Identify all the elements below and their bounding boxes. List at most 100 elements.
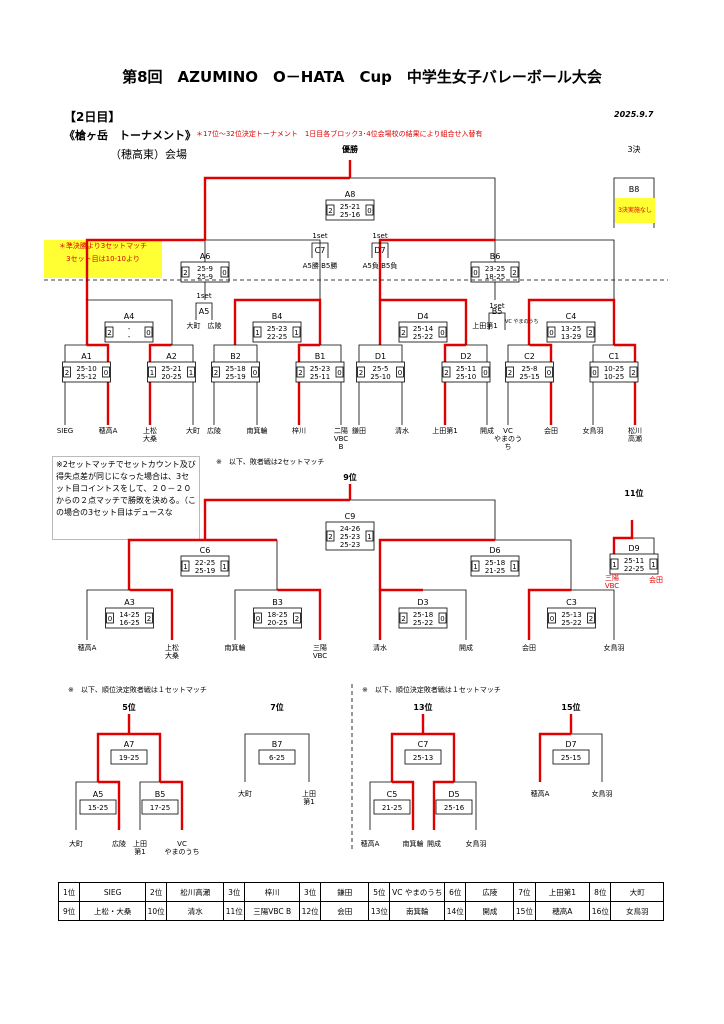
match-d1-count-right: 0: [398, 369, 402, 377]
champion-label: 優勝: [341, 144, 359, 154]
team-name: 二陽: [334, 426, 348, 435]
b5l-win: [160, 780, 184, 830]
match-d4-label: D4: [417, 312, 428, 321]
match-c6-box: [180, 555, 230, 577]
team-name: 清水: [395, 426, 409, 435]
third-place-note-text: 3決実施なし: [618, 207, 652, 214]
result-rank: 5位: [368, 882, 391, 902]
b5-frame: [488, 312, 506, 330]
result-team: 鎌田: [320, 882, 370, 902]
oneset-label: 1set: [196, 292, 211, 300]
match-d5-low-label: D5: [448, 790, 459, 799]
match-c1-count-left: 0: [592, 369, 596, 377]
match-b4-count-right-box: [292, 326, 301, 338]
team-name: 広陵: [207, 426, 221, 435]
match-b1-count-right: 0: [337, 369, 341, 377]
team-name: 穂高A: [531, 789, 550, 798]
match-a3-count-right: 2: [147, 615, 151, 623]
result-rank: 9位: [57, 901, 81, 921]
r1-frame: [358, 344, 403, 425]
match-b4-count-left-box: [253, 326, 262, 338]
match-b4-set-score: 25-23: [267, 325, 287, 333]
match-d1-count-left: 2: [359, 369, 363, 377]
place-11-label: 11位: [624, 488, 643, 498]
team-name: 第1: [134, 847, 145, 856]
third-place-label: 3決: [627, 144, 640, 154]
match-c3-count-left-box: [548, 612, 556, 624]
match-b3-set-score: 18-25: [267, 611, 287, 619]
match-b2-count-right: 0: [253, 369, 257, 377]
result-rank: 3位: [299, 882, 322, 902]
match-b1-count-right-box: [335, 366, 344, 378]
team-name: 上松: [165, 643, 179, 652]
match-d3-label: D3: [417, 598, 428, 607]
c7-frame: [311, 242, 329, 258]
page-title: 第8回 AZUMINO O－HATA Cup 中学生女子バレーボール大会: [122, 68, 602, 86]
match-a4-count-left-box: [105, 326, 114, 338]
team-name: 開成: [427, 839, 441, 848]
match-d1-label: D1: [375, 352, 386, 361]
team-name: 女鳥羽: [583, 426, 604, 435]
match-d6-set-score: 25-18: [485, 559, 505, 567]
match-c4-count-left: 0: [549, 329, 553, 337]
result-team: VC やまのうち: [389, 882, 446, 902]
match-c9-count-right-box: [365, 530, 374, 542]
match-d9-count-right: 1: [651, 561, 655, 569]
team-name: 清水: [373, 643, 387, 652]
r2-win: [277, 588, 322, 640]
match-d9-set-score: 25-11: [624, 557, 644, 565]
match-a7-score: 19-25: [119, 754, 139, 762]
match-c2-count-right-box: [545, 366, 553, 378]
match-c7-low-box: [404, 749, 442, 765]
match-c3-label: C3: [566, 598, 577, 607]
match-d7-low-box: [552, 749, 590, 765]
result-rank: 7位: [513, 882, 536, 902]
d7-label: D7: [374, 246, 385, 255]
day-label: 【2日目】: [64, 110, 121, 124]
team-name: VBC: [334, 435, 348, 443]
match-a8-count-right: 0: [367, 207, 371, 215]
loser-note: ※ 以下、敗者戦は2セットマッチ: [216, 457, 324, 466]
match-b1-count-left: 2: [298, 369, 302, 377]
match-a1-count-right-box: [102, 366, 110, 378]
match-b3-box: [253, 607, 302, 629]
match-c6-count-right: 1: [222, 563, 226, 571]
team-name: 上田: [133, 839, 147, 848]
match-d1-count-right-box: [396, 366, 404, 378]
match-c3-box: [547, 607, 596, 629]
match-d9-count-left: 1: [612, 561, 616, 569]
match-b2-set-score: 25-18: [225, 365, 245, 373]
match-a3-set-score: 14-25: [119, 611, 139, 619]
match-c1-count-right-box: [629, 366, 638, 378]
team-name: 大町: [238, 789, 252, 798]
match-b1-count-left-box: [296, 366, 305, 378]
qf-d4-win: [378, 298, 468, 345]
team-name: 穂高A: [361, 839, 380, 848]
result-team: 上松・大桑: [79, 901, 147, 921]
match-d4-count-right-box: [438, 326, 447, 338]
b5-text: 上田第1: [472, 321, 497, 330]
result-team: 上田第1: [534, 882, 591, 902]
team-name: 穂高A: [99, 426, 118, 435]
match-d3-set-score: 25-22: [413, 619, 433, 627]
match-d3-set-score: 25-18: [413, 611, 433, 619]
match-d6-count-left: 1: [473, 563, 477, 571]
d5l-win: [432, 780, 454, 830]
match-a6-set-score: 25-9: [197, 265, 213, 273]
match-b6-count-left-box: [471, 266, 480, 278]
match-c9-set-score: 24-26: [340, 525, 361, 533]
match-c1-count-left-box: [590, 366, 599, 378]
match-a4-box: [104, 321, 154, 343]
result-team: 大町: [610, 882, 664, 902]
match-c2-box: [505, 361, 554, 383]
match-b3-set-score: 20-25: [267, 619, 287, 627]
match-c1-count-right: 2: [631, 369, 635, 377]
team-name: 梓川: [292, 426, 306, 435]
result-rank: 11位: [223, 901, 246, 921]
match-c4-count-left-box: [547, 326, 556, 338]
match-d3-count-right-box: [438, 612, 447, 624]
match-b6-count-right-box: [510, 266, 519, 278]
d7-text: A5負 B5負: [363, 261, 398, 270]
lower-note-right: ※ 以下、順位決定敗者戦は１セットマッチ: [362, 685, 501, 694]
